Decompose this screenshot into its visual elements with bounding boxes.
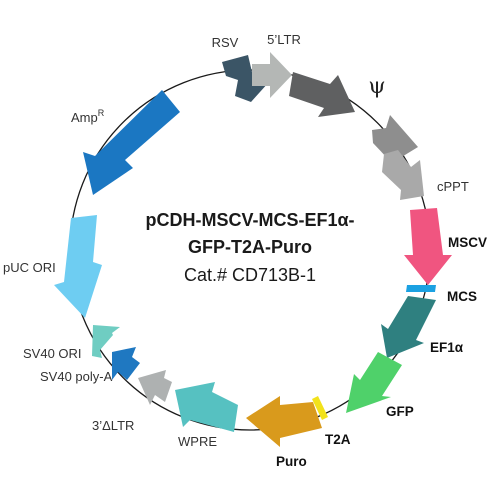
mscv-label: MSCV <box>448 235 487 250</box>
mcs-label: MCS <box>447 289 477 304</box>
ef1a-arrow <box>381 296 436 358</box>
plasmid-name-line1: pCDH-MSCV-MCS-EF1α- <box>145 210 354 230</box>
3ltr-label: 3’ΔLTR <box>92 418 134 433</box>
3ltr-arrow <box>138 370 172 405</box>
5ltr-arrow <box>252 52 292 98</box>
puro-label: Puro <box>276 454 307 469</box>
sv40-ori-label: SV40 ORI <box>23 346 82 361</box>
cppt-label: cPPT <box>437 179 469 194</box>
psi-arrow <box>289 72 355 117</box>
gray-segment-arrow <box>372 115 418 161</box>
cppt-arrow <box>382 150 424 200</box>
t2a-marker <box>312 396 328 420</box>
mscv-arrow <box>404 208 452 285</box>
puc-ori-label: pUC ORI <box>3 260 56 275</box>
wpre-arrow <box>175 382 238 432</box>
rsv-label: RSV <box>212 35 239 50</box>
gfp-arrow <box>346 352 402 413</box>
amp-r-label-main: Amp <box>71 110 98 125</box>
plasmid-name-line2: GFP-T2A-Puro <box>188 237 312 257</box>
amp-r-label: AmpR <box>71 108 105 125</box>
sv40-polya-label: SV40 poly-A <box>40 369 113 384</box>
mcs-marker <box>406 285 436 292</box>
ef1a-label: EF1α <box>430 340 464 355</box>
puro-arrow <box>246 396 322 447</box>
t2a-label: T2A <box>325 432 351 447</box>
rsv-arrow <box>222 55 269 102</box>
sv40-polya-arrow <box>112 347 140 380</box>
puc-ori-arrow <box>54 215 102 318</box>
gfp-label: GFP <box>386 404 414 419</box>
wpre-label: WPRE <box>178 434 217 449</box>
psi-label: ψ <box>368 74 385 99</box>
5ltr-label: 5’LTR <box>267 32 301 47</box>
sv40-ori-arrow <box>92 325 120 358</box>
amp-r-arrow <box>83 90 180 195</box>
catalog-number: Cat.# CD713B-1 <box>184 265 316 285</box>
amp-r-label-sup: R <box>98 108 105 118</box>
